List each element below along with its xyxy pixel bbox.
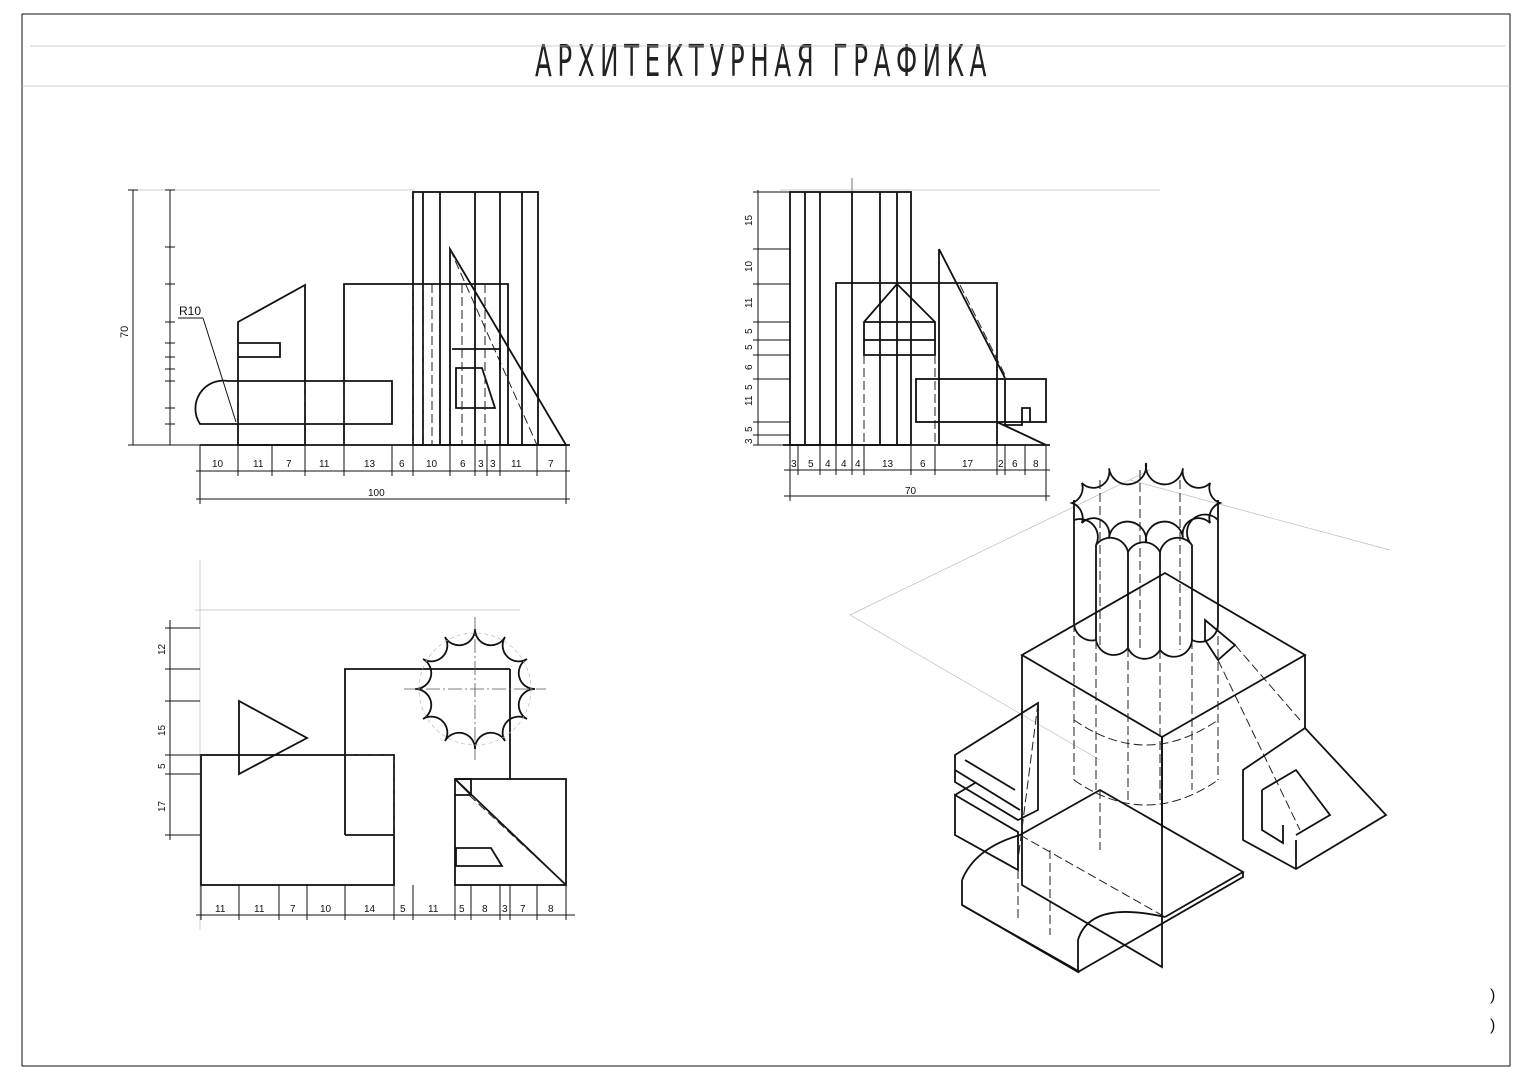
side-dim-9: 2 bbox=[998, 459, 1004, 470]
side-dim-left-3: 11 bbox=[744, 297, 755, 308]
plan-dim-left-1: 12 bbox=[157, 643, 168, 655]
plan-triangle bbox=[238, 699, 309, 776]
page-mark-2: ) bbox=[1490, 1017, 1495, 1034]
iso-cylinder-top bbox=[1069, 462, 1223, 544]
front-dim-3: 7 bbox=[286, 459, 292, 470]
side-dim-left-10: 3 bbox=[744, 438, 755, 444]
iso-main-top bbox=[1020, 571, 1307, 739]
plan-dim-3: 7 bbox=[290, 904, 296, 915]
side-dim-left-4: 5 bbox=[744, 328, 755, 334]
front-dim-11: 11 bbox=[511, 459, 522, 470]
front-dim-8: 6 bbox=[460, 459, 466, 470]
side-overall-width: 70 bbox=[905, 486, 917, 497]
front-dim-5: 13 bbox=[364, 459, 376, 470]
sheet-border bbox=[21, 13, 1511, 1067]
front-dim-2: 11 bbox=[253, 459, 264, 470]
side-dim-11: 8 bbox=[1033, 459, 1039, 470]
side-dim-3: 4 bbox=[825, 459, 831, 470]
front-dim-6: 6 bbox=[399, 459, 405, 470]
page-mark-1: ) bbox=[1490, 987, 1495, 1004]
plan-left-block bbox=[200, 754, 395, 886]
plan-dim-8: 5 bbox=[459, 904, 465, 915]
side-dim-8: 17 bbox=[962, 459, 974, 470]
plan-window bbox=[455, 847, 504, 867]
side-dim-left-1: 15 bbox=[744, 214, 755, 226]
front-main-block bbox=[343, 283, 509, 445]
front-view: 70 R10 10 11 7 11 13 6 10 6 bbox=[119, 189, 570, 504]
side-dim-left-9: 5 bbox=[744, 426, 755, 432]
side-right-block bbox=[915, 378, 1047, 423]
plan-dim-11: 7 bbox=[520, 904, 526, 915]
plan-dim-1: 11 bbox=[215, 904, 226, 915]
isometric-view bbox=[849, 462, 1391, 974]
plan-dim-9: 8 bbox=[482, 904, 488, 915]
side-dim-left-8: 11 bbox=[744, 395, 755, 406]
front-dim-1: 10 bbox=[212, 459, 224, 470]
side-gable bbox=[863, 282, 936, 356]
plan-dim-10: 3 bbox=[502, 904, 508, 915]
front-height-label: 70 bbox=[119, 326, 131, 338]
front-left-pier bbox=[237, 283, 306, 446]
plan-dim-4: 10 bbox=[320, 904, 332, 915]
side-dim-6: 13 bbox=[882, 459, 894, 470]
plan-view: 12 15 5 17 11 11 7 10 14 5 11 5 8 bbox=[157, 560, 575, 930]
plan-main-block bbox=[344, 668, 510, 835]
side-dim-4: 4 bbox=[841, 459, 847, 470]
front-window bbox=[455, 367, 497, 409]
iso-right-wedge bbox=[1242, 726, 1388, 871]
front-dim-4: 11 bbox=[319, 459, 330, 470]
front-rounded-block bbox=[194, 379, 393, 425]
iso-left-pier bbox=[954, 701, 1039, 822]
plan-dim-12: 8 bbox=[548, 904, 554, 915]
iso-rounded-block-top bbox=[1019, 788, 1245, 918]
front-radius-label: R10 bbox=[179, 304, 201, 318]
side-dim-left-2: 10 bbox=[744, 260, 755, 272]
side-dim-7: 6 bbox=[920, 459, 926, 470]
side-dim-1: 3 bbox=[791, 459, 797, 470]
side-dim-10: 6 bbox=[1012, 459, 1018, 470]
side-dim-2: 5 bbox=[808, 459, 814, 470]
plan-dim-left-2: 15 bbox=[157, 724, 168, 736]
front-dim-9: 3 bbox=[478, 459, 484, 470]
side-dim-left-6: 6 bbox=[744, 364, 755, 370]
side-dim-left-7: 5 bbox=[744, 384, 755, 390]
sheet-title: АРХИТЕКТУРНАЯ ГРАФИКА bbox=[535, 36, 992, 87]
front-dim-10: 3 bbox=[490, 459, 496, 470]
front-dim-7: 10 bbox=[426, 459, 438, 470]
side-dim-5: 4 bbox=[855, 459, 861, 470]
side-cylinder bbox=[789, 191, 912, 446]
plan-dim-2: 11 bbox=[254, 904, 265, 915]
plan-dim-left-3: 5 bbox=[157, 763, 168, 769]
side-dim-left-5: 5 bbox=[744, 344, 755, 350]
front-overall-width: 100 bbox=[368, 488, 385, 499]
side-view: 15 10 11 5 5 6 5 11 5 3 3 5 4 4 bbox=[744, 178, 1160, 501]
plan-dim-left-4: 17 bbox=[157, 800, 168, 812]
front-dim-12: 7 bbox=[548, 459, 554, 470]
plan-dim-6: 5 bbox=[400, 904, 406, 915]
plan-dim-5: 14 bbox=[364, 904, 376, 915]
plan-dim-7: 11 bbox=[428, 904, 439, 915]
